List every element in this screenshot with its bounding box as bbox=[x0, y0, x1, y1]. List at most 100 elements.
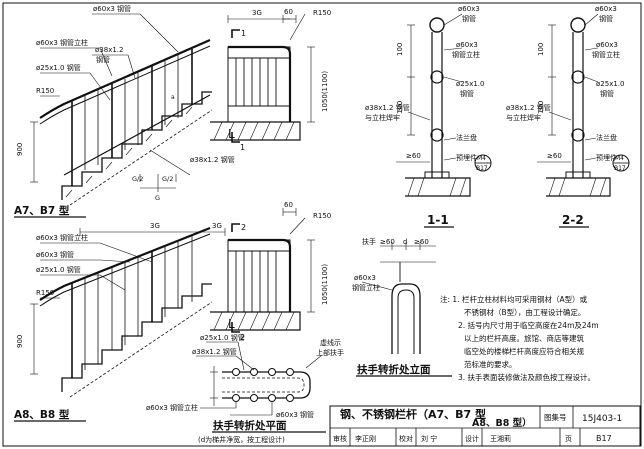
type-label-a8-b8: A8、B8 型 bbox=[14, 408, 70, 421]
label-a: a bbox=[171, 94, 175, 101]
dim-100-b: 100 bbox=[537, 101, 545, 114]
lbl-38: ø38x1.2 钢管 bbox=[192, 347, 237, 356]
dim-60: ≥60 bbox=[547, 152, 562, 160]
page-label: 页 bbox=[565, 435, 572, 443]
cut-mark: 2 bbox=[241, 223, 246, 232]
ref-b17: B17 bbox=[476, 165, 488, 172]
sign-check-name: 刘 宁 bbox=[421, 434, 437, 443]
label-r150: R150 bbox=[313, 212, 331, 220]
dim-100-a: 100 bbox=[537, 43, 545, 56]
atlas-no: 15J403-1 bbox=[582, 414, 622, 424]
drawing-title-2: A8、B8 型） bbox=[472, 417, 532, 429]
label-l-sub: 2 bbox=[240, 333, 245, 342]
note-line-5: 临空处的楼梯栏杆高度应符合相关规 bbox=[464, 346, 584, 356]
label-25: ø25x1.0 钢管 bbox=[36, 265, 81, 274]
notes: 注: 1. 栏杆立柱材料均可采用钢材（A型）或 不锈钢材（B型），由工程设计确定… bbox=[440, 294, 599, 382]
label-top-rail: ø60x3 钢管 bbox=[93, 4, 131, 13]
lbl-60x3-post: ø60x3 bbox=[456, 41, 478, 49]
lbl-embed: 预埋件 bbox=[456, 153, 477, 162]
title-plan-turn: 扶手转折处平面 bbox=[213, 419, 287, 432]
lbl-25-pipe: 钢管 bbox=[460, 89, 474, 98]
ref-b17: B17 bbox=[614, 165, 626, 172]
lbl-60x3: ø60x3 bbox=[354, 274, 376, 282]
dim-100-a: 100 bbox=[396, 43, 404, 56]
lbl-post: 钢管立柱 bbox=[452, 50, 480, 59]
section-l2: 3G 60 R150 2 1050(1100) L 2 bbox=[210, 201, 331, 342]
drawing-title: 钢、不锈钢栏杆（A7、B7 型 bbox=[340, 407, 486, 421]
note-line-2: 不锈钢材（B型），由工程设计确定。 bbox=[464, 307, 585, 317]
label-post: ø60x3 钢管立柱 bbox=[36, 38, 88, 47]
lbl-upper-rail: 上部扶手 bbox=[316, 348, 344, 357]
title-block: 钢、不锈钢栏杆（A7、B7 型 图集号 15J403-1 审核 李正刚 校对 刘… bbox=[329, 405, 641, 447]
dim-3g: 3G bbox=[212, 222, 222, 230]
lbl-pipe: 钢管 bbox=[462, 14, 476, 23]
stair-elevation-a7-b7: ø60x3 钢管 ø60x3 钢管立柱 ø38x1.2 钢管 ø25x1.0 钢… bbox=[14, 4, 235, 218]
lbl-flange: 法兰盘 bbox=[596, 133, 617, 142]
lbl-flange: 法兰盘 bbox=[456, 133, 477, 142]
label-r150: R150 bbox=[36, 289, 54, 297]
lbl-25: ø25x1.0 bbox=[456, 80, 484, 88]
sign-review-name: 李正刚 bbox=[355, 434, 376, 443]
dim-3g: 3G bbox=[150, 222, 160, 230]
dim-60: 60 bbox=[284, 201, 293, 209]
label-25: ø25x1.0 钢管 bbox=[36, 63, 81, 72]
label-l: L bbox=[228, 317, 235, 331]
label-top-rail: ø60x3 钢管 bbox=[36, 250, 74, 259]
atlas-no-label: 图集号 bbox=[544, 412, 567, 422]
plan-turn: ø25x1.0 钢管 ø38x1.2 钢管 虚线示 上部扶手 ø60x3 钢管立… bbox=[146, 333, 344, 444]
stair-elevation-a8-b8: 3G ø60x3 钢管立柱 ø60x3 钢管 ø25x1.0 钢管 R150 9… bbox=[14, 222, 226, 422]
sign-design-label: 设计 bbox=[465, 434, 479, 443]
label-38-pipe: 钢管 bbox=[96, 55, 110, 64]
dim-100-b: 100 bbox=[396, 101, 404, 114]
lbl-pipe: 钢管 bbox=[599, 14, 613, 23]
lbl-post: 钢管立柱 bbox=[352, 283, 380, 292]
label-g: G bbox=[155, 194, 160, 202]
note-line-6: 范标准的要求。 bbox=[464, 359, 517, 369]
dim-60: ≥60 bbox=[406, 152, 421, 160]
lbl-60x3-post: ø60x3 bbox=[596, 41, 618, 49]
note-line-1: 注: 1. 栏杆立柱材料均可采用钢材（A型）或 bbox=[440, 294, 588, 304]
label-l: L bbox=[228, 127, 235, 141]
note-line-3: 2. 括号内尺寸用于临空高度在24m及24m bbox=[458, 320, 599, 330]
label-g2-b: G/2 bbox=[162, 175, 173, 183]
lbl-60x3: ø60x3 bbox=[458, 5, 480, 13]
label-900: 900 bbox=[16, 143, 24, 156]
note-line-7: 3. 扶手表面装修做法及颜色按工程设计。 bbox=[458, 372, 595, 382]
lbl-weld: 与立柱焊牢 bbox=[506, 113, 541, 122]
note-line-4: 以上的栏杆高度。旅馆、商店等建筑 bbox=[464, 333, 584, 343]
lbl-38: ø38x1.2 钢管 bbox=[365, 103, 410, 112]
title-elev-turn: 扶手转折处立面 bbox=[357, 363, 431, 376]
label-r150: R150 bbox=[36, 87, 54, 95]
label-38-bottom: ø38x1.2 钢管 bbox=[190, 155, 235, 164]
lbl-60x3: ø60x3 bbox=[595, 5, 617, 13]
lbl-weld: 与立柱焊牢 bbox=[365, 113, 400, 122]
dim-60-b: ≥60 bbox=[414, 238, 429, 246]
elevation-turn: 扶手 ≥60 d ≥60 ø60x3 钢管立柱 扶手转折处立面 bbox=[352, 237, 452, 377]
lbl-post: ø60x3 钢管立柱 bbox=[146, 403, 198, 412]
label-38: ø38x1.2 bbox=[95, 46, 123, 54]
ref-m4: M4 bbox=[615, 155, 624, 162]
label-r150: R150 bbox=[313, 9, 331, 17]
lbl-25: ø25x1.0 bbox=[596, 80, 624, 88]
dim-d: d bbox=[403, 238, 407, 246]
dim-1050: 1050(1100) bbox=[321, 264, 329, 305]
label-post: ø60x3 钢管立柱 bbox=[36, 233, 88, 242]
lbl-dashed: 虚线示 bbox=[320, 338, 341, 347]
dim-60: 60 bbox=[284, 8, 293, 16]
label-l-sub: 1 bbox=[240, 143, 245, 152]
lbl-25-pipe: 钢管 bbox=[600, 89, 614, 98]
lbl-embed: 预埋件 bbox=[596, 153, 617, 162]
type-label-a7-b7: A7、B7 型 bbox=[14, 204, 70, 217]
section-l1: 3G 60 R150 1050(1100) 1 L 1 bbox=[210, 8, 331, 152]
lbl-rail: ø60x3 钢管 bbox=[276, 410, 314, 419]
lbl-38: ø38x1.2 钢管 bbox=[506, 103, 551, 112]
page-no: B17 bbox=[596, 434, 612, 443]
lbl-handrail: 扶手 bbox=[362, 237, 376, 246]
ref-m4: M4 bbox=[477, 155, 486, 162]
cut-mark: 1 bbox=[241, 29, 246, 38]
title-1-1: 1-1 bbox=[427, 213, 449, 227]
dim-60-a: ≥60 bbox=[380, 238, 395, 246]
lbl-post: 钢管立柱 bbox=[592, 50, 620, 59]
